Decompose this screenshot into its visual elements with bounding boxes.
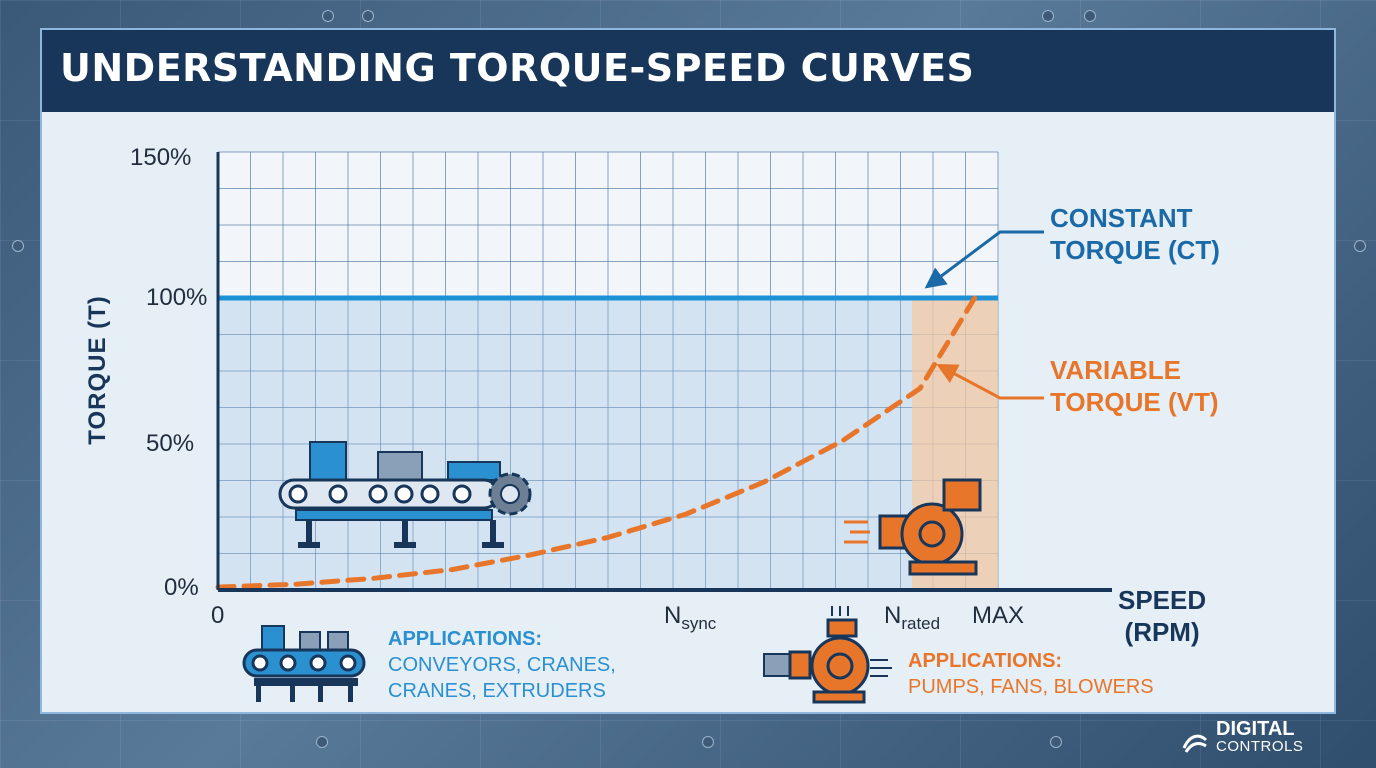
title-bar: [42, 30, 1334, 112]
vt-series-label: VARIABLE TORQUE (VT): [1050, 355, 1219, 417]
rivet: [12, 240, 24, 252]
x-tick-label: 0: [211, 602, 225, 629]
y-tick-label: 0%: [164, 574, 199, 601]
gear-icon: [488, 472, 532, 516]
series-layer: [215, 295, 998, 590]
centrifugal-pump-icon: [844, 478, 982, 576]
y-tick-label: 150%: [130, 144, 192, 171]
conveyor-icon: [242, 625, 366, 702]
vt-applications: APPLICATIONS: PUMPS, FANS, BLOWERS: [908, 650, 1154, 698]
logo-icon: [1182, 734, 1208, 753]
variable-torque-curve: [215, 295, 978, 590]
y-tick-label: 100%: [146, 284, 208, 311]
x-axis-label: SPEED (RPM): [1118, 585, 1207, 647]
rivet: [1354, 240, 1366, 252]
y-tick-label: 50%: [146, 430, 195, 457]
rivet: [322, 10, 334, 22]
x-tick-label: MAX: [972, 602, 1025, 629]
rivet: [1042, 10, 1054, 22]
rivet: [316, 736, 328, 748]
rivet: [362, 10, 374, 22]
ct-annotation-arrow: [924, 230, 1044, 289]
rivet: [1084, 10, 1096, 22]
conveyor-icon: [278, 441, 532, 548]
x-tick-label: Nsync: [664, 602, 717, 633]
page-title: UNDERSTANDING TORQUE-SPEED CURVES: [60, 46, 975, 90]
vt-annotation-arrow: [936, 364, 1044, 400]
x-tick-label: Nrated: [884, 602, 941, 633]
brand-logo: DIGITAL CONTROLS: [1182, 719, 1303, 756]
main-frame: [40, 28, 1336, 714]
y-axis-label: TORQUE (T): [84, 295, 111, 445]
ct-series-label: CONSTANT TORQUE (CT): [1050, 203, 1220, 265]
rivet: [702, 736, 714, 748]
ct-applications: APPLICATIONS: CONVEYORS, CRANES, CRANES,…: [388, 628, 616, 702]
rivet: [1050, 736, 1062, 748]
centrifugal-pump-icon: [763, 606, 892, 704]
